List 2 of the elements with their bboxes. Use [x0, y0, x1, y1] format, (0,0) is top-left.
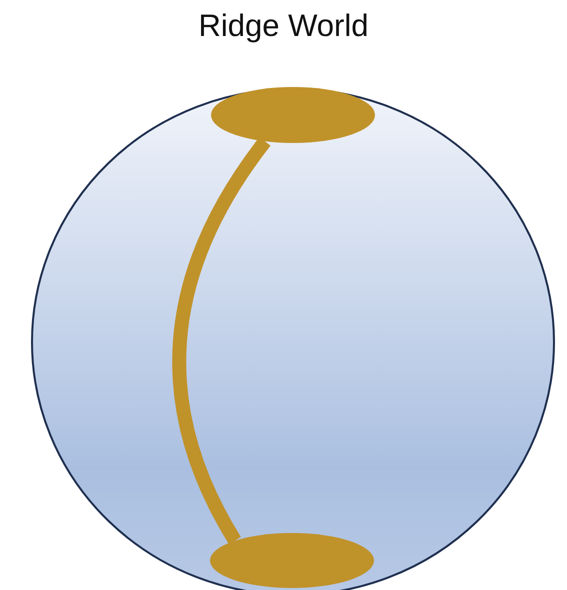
diagram-title: Ridge World [198, 8, 368, 44]
ridge-connector [172, 137, 271, 544]
